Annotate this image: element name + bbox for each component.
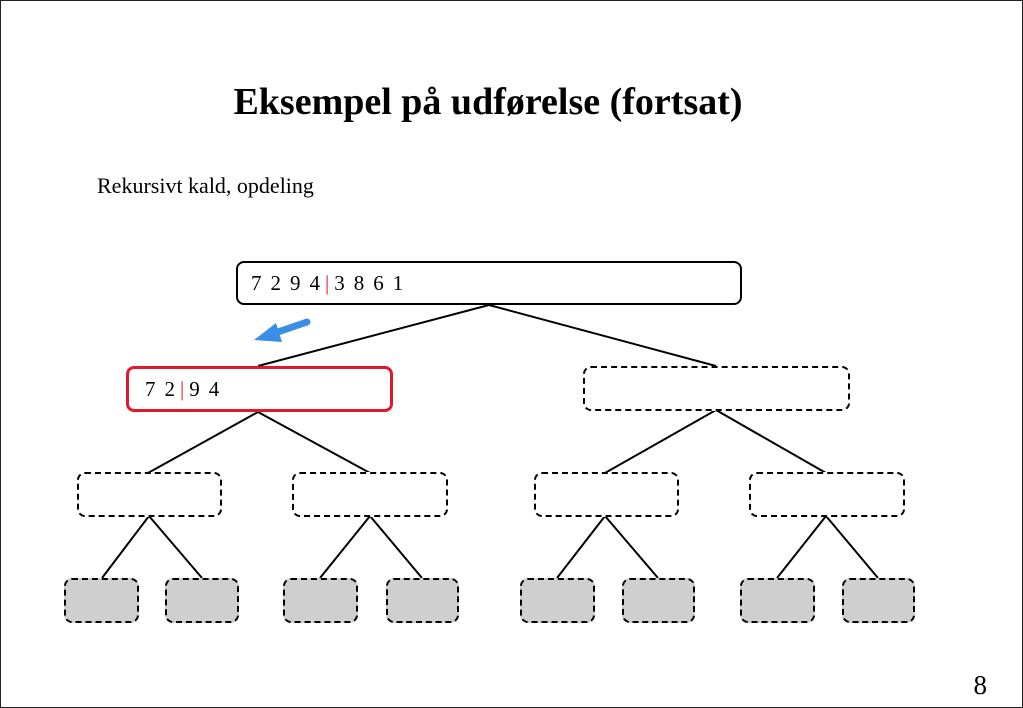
edge-root-right (488, 304, 717, 367)
slide-subtitle: Rekursivt kald, opdeling (97, 173, 314, 198)
split-marker: | (180, 376, 185, 401)
tree-node-level2 (292, 472, 448, 517)
root-value: 3 (334, 270, 345, 295)
node-value: 7 (145, 376, 156, 401)
edge-l1left-l2b (257, 411, 371, 474)
edge-l2c-leaf6 (604, 515, 659, 579)
page-number: 8 (973, 670, 988, 700)
root-value: 4 (309, 270, 321, 295)
edge-l2d-leaf7 (776, 515, 827, 579)
root-value: 8 (353, 270, 365, 295)
edge-l2b-leaf3 (319, 515, 371, 579)
tree-node-leaf (622, 578, 695, 623)
edge-l2b-leaf4 (369, 515, 423, 579)
edge-l1right-l2c (604, 409, 717, 474)
edge-l2d-leaf8 (825, 515, 879, 579)
split-marker: | (325, 270, 330, 295)
tree-node-leaf (520, 578, 595, 623)
slide-title: Eksempel på udførelse (fortsat) (233, 81, 743, 123)
tree-node-level2 (534, 472, 679, 517)
root-value: 6 (373, 270, 384, 295)
tree-node-level1-right (583, 366, 850, 411)
node-value: 2 (164, 376, 176, 401)
node-value: 4 (208, 376, 220, 401)
tree-node-leaf (165, 578, 239, 623)
tree-node-leaf (64, 578, 139, 623)
tree-node-leaf (386, 578, 459, 623)
tree-node-leaf (842, 578, 915, 623)
root-value: 2 (270, 270, 282, 295)
edge-l2a-leaf1 (101, 515, 150, 579)
arrow-icon (254, 318, 311, 342)
edge-l2c-leaf5 (556, 515, 606, 579)
tree-node-level2 (749, 472, 905, 517)
tree-node-leaf (283, 578, 358, 623)
root-value: 1 (392, 270, 404, 295)
node-value: 9 (189, 376, 200, 401)
root-value: 7 (251, 270, 262, 295)
tree-node-level2 (77, 472, 222, 517)
tree-node-leaf (740, 578, 815, 623)
root-value: 9 (290, 270, 301, 295)
edge-l2a-leaf2 (148, 515, 203, 579)
edge-l1right-l2d (715, 409, 827, 474)
edge-l1left-l2a (147, 411, 259, 474)
edge-root-left (257, 304, 490, 367)
